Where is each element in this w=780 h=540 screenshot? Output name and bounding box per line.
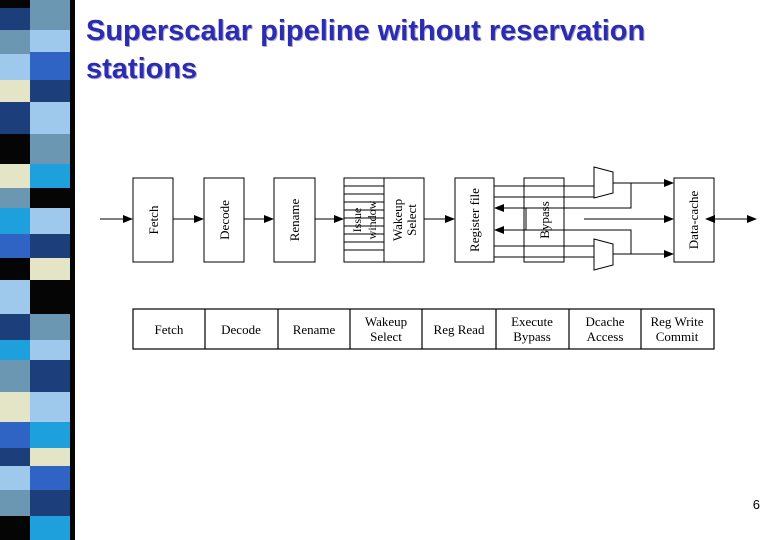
stage-decode: Decode: [221, 322, 261, 337]
strip-block: [30, 448, 70, 466]
block-diagram: [100, 166, 757, 271]
strip-block: [0, 188, 30, 208]
rename-block: [273, 177, 316, 263]
slide-title: Superscalar pipeline without reservation…: [86, 15, 646, 85]
stage-reg-write: Reg Write: [650, 314, 703, 329]
strip-block: [0, 8, 30, 30]
strip-block: [0, 448, 30, 466]
rename-label: Rename: [287, 198, 302, 241]
decode-block: [203, 177, 245, 263]
alu-bottom-shape: [593, 238, 614, 271]
strip-block: [0, 134, 30, 164]
strip-block: [0, 164, 30, 188]
wakeup-select-block: [383, 177, 425, 263]
strip-block: [30, 234, 70, 258]
stage-bypass: Bypass: [513, 329, 551, 344]
alu-top-shape: [593, 166, 614, 199]
bypass-block: [523, 177, 565, 263]
data-cache-label: Data-cache: [686, 191, 701, 250]
strip-block: [0, 422, 30, 448]
strip-block: [30, 490, 70, 516]
stage-access: Access: [587, 329, 624, 344]
strip-block: [30, 360, 70, 392]
stage-select: Select: [370, 329, 402, 344]
strip-block: [0, 208, 30, 234]
strip-block: [0, 314, 30, 340]
fetch-label: Fetch: [146, 205, 161, 234]
strip-block: [30, 102, 70, 134]
strip-block: [30, 422, 70, 448]
register-file-label: Register file: [467, 188, 482, 252]
strip-block: [0, 490, 30, 516]
strip-block: [30, 466, 70, 490]
strip-block: [30, 314, 70, 340]
strip-block: [0, 258, 30, 280]
stage-wakeup: Wakeup: [365, 314, 407, 329]
strip-block: [30, 30, 70, 52]
decode-label: Decode: [217, 200, 232, 240]
strip-block: [0, 516, 30, 540]
strip-block: [0, 466, 30, 490]
select-label: Select: [404, 204, 419, 236]
stage-execute: Execute: [511, 314, 553, 329]
strip-block: [30, 188, 70, 208]
decorative-left-strip: [0, 0, 75, 540]
strip-block: [30, 80, 70, 102]
strip-block: [30, 0, 70, 30]
strip-block: [30, 280, 70, 314]
wakeup-label: Wakeup: [390, 199, 405, 241]
strip-block: [0, 392, 30, 422]
stage-table: [132, 308, 715, 350]
stage-reg-read: Reg Read: [434, 322, 485, 337]
stage-dcache: Dcache: [586, 314, 625, 329]
strip-block: [30, 52, 70, 80]
strip-block: [0, 360, 30, 392]
strip-block: [30, 134, 70, 164]
register-file-block: [454, 177, 495, 263]
issue-window-label-line2: window: [365, 200, 379, 239]
strip-block: [0, 340, 30, 360]
fetch-block: [132, 177, 174, 263]
strip-block: [0, 102, 30, 134]
stage-rename: Rename: [293, 322, 336, 337]
issue-window-label-line1: Issue: [350, 208, 364, 233]
bypass-label: Bypass: [537, 201, 552, 239]
strip-block: [30, 208, 70, 234]
strip-block: [30, 516, 70, 540]
strip-block: [0, 54, 30, 80]
stage-fetch: Fetch: [155, 322, 184, 337]
strip-block: [30, 340, 70, 360]
strip-block: [0, 280, 30, 314]
strip-block: [30, 164, 70, 188]
strip-block: [0, 80, 30, 102]
strip-block: [30, 258, 70, 280]
stage-commit: Commit: [656, 329, 699, 344]
strip-block: [0, 30, 30, 54]
strip-block: [0, 234, 30, 258]
strip-block: [30, 392, 70, 422]
page-number: 6: [752, 497, 760, 512]
